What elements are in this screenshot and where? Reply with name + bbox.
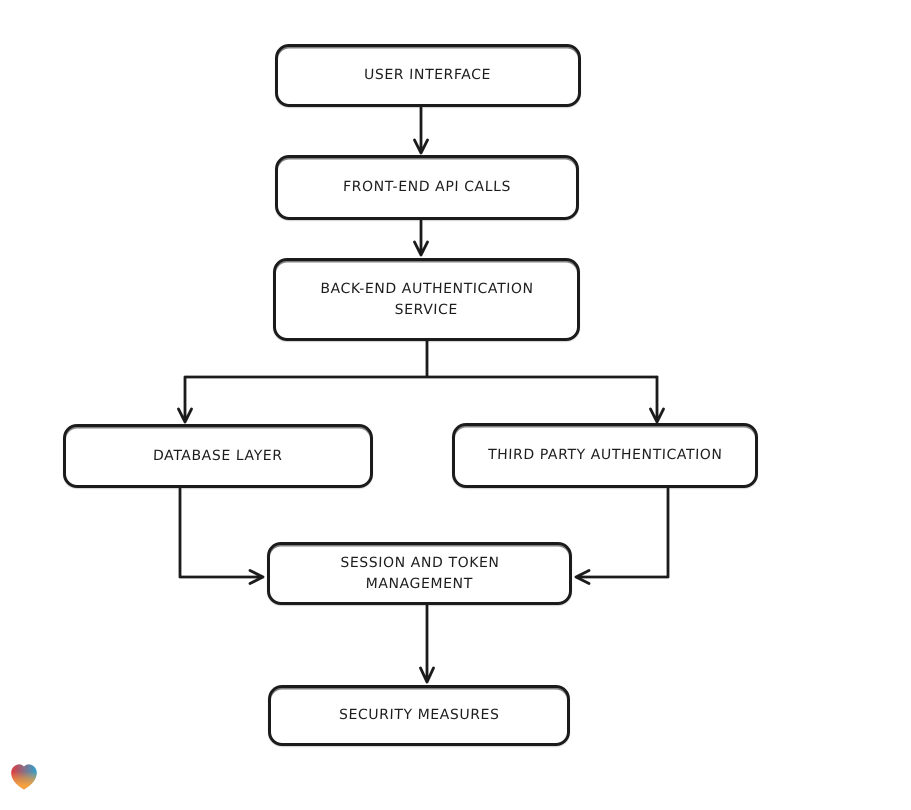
edge-back-end-authentication-service-to-database-layer <box>177 339 659 424</box>
node-security-measures[interactable]: SECURITY MEASURES <box>268 685 570 746</box>
node-label: SESSION AND TOKEN MANAGEMENT <box>340 554 500 592</box>
node-front-end-api-calls[interactable]: FRONT-END API CALLS <box>275 155 579 220</box>
edge-line <box>578 487 670 579</box>
edge-back-end-authentication-service-to-third-party-authentication <box>649 375 665 424</box>
node-user-interface[interactable]: USER INTERFACE <box>275 44 581 107</box>
edge-arrowhead-icon <box>413 240 429 257</box>
node-label: DATABASE LAYER <box>152 447 284 464</box>
node-label: FRONT-END API CALLS <box>342 179 512 195</box>
node-third-party-authentication[interactable]: THIRD PARTY AUTHENTICATION <box>452 423 758 488</box>
node-label: USER INTERFACE <box>364 67 492 83</box>
edge-arrowhead-icon <box>419 666 435 684</box>
edge-arrowhead-icon <box>177 407 193 424</box>
node-session-and-token-management[interactable]: SESSION AND TOKEN MANAGEMENT <box>267 542 572 605</box>
edge-database-layer-to-session-and-token-management <box>178 487 265 585</box>
node-label: SECURITY MEASURES <box>338 707 500 723</box>
edge-user-interface-to-front-end-api-calls <box>413 106 429 155</box>
gradient-heart-logo-icon[interactable] <box>8 761 40 793</box>
edge-session-and-token-management-to-security-measures <box>419 604 435 684</box>
edge-arrowhead-icon <box>248 569 265 585</box>
node-database-layer[interactable]: DATABASE LAYER <box>63 424 373 488</box>
edge-arrowhead-icon <box>413 138 429 155</box>
edge-arrowhead-icon <box>574 569 591 585</box>
edge-front-end-api-calls-to-back-end-authentication-service <box>413 219 429 257</box>
edge-line <box>178 487 261 579</box>
edge-third-party-authentication-to-session-and-token-management <box>574 487 670 585</box>
edge-arrowhead-icon <box>649 407 665 424</box>
node-label: THIRD PARTY AUTHENTICATION <box>487 447 723 463</box>
edge-line <box>183 339 659 420</box>
node-label: BACK-END AUTHENTICATION SERVICE <box>320 280 534 318</box>
node-back-end-authentication-service[interactable]: BACK-END AUTHENTICATION SERVICE <box>273 258 580 341</box>
